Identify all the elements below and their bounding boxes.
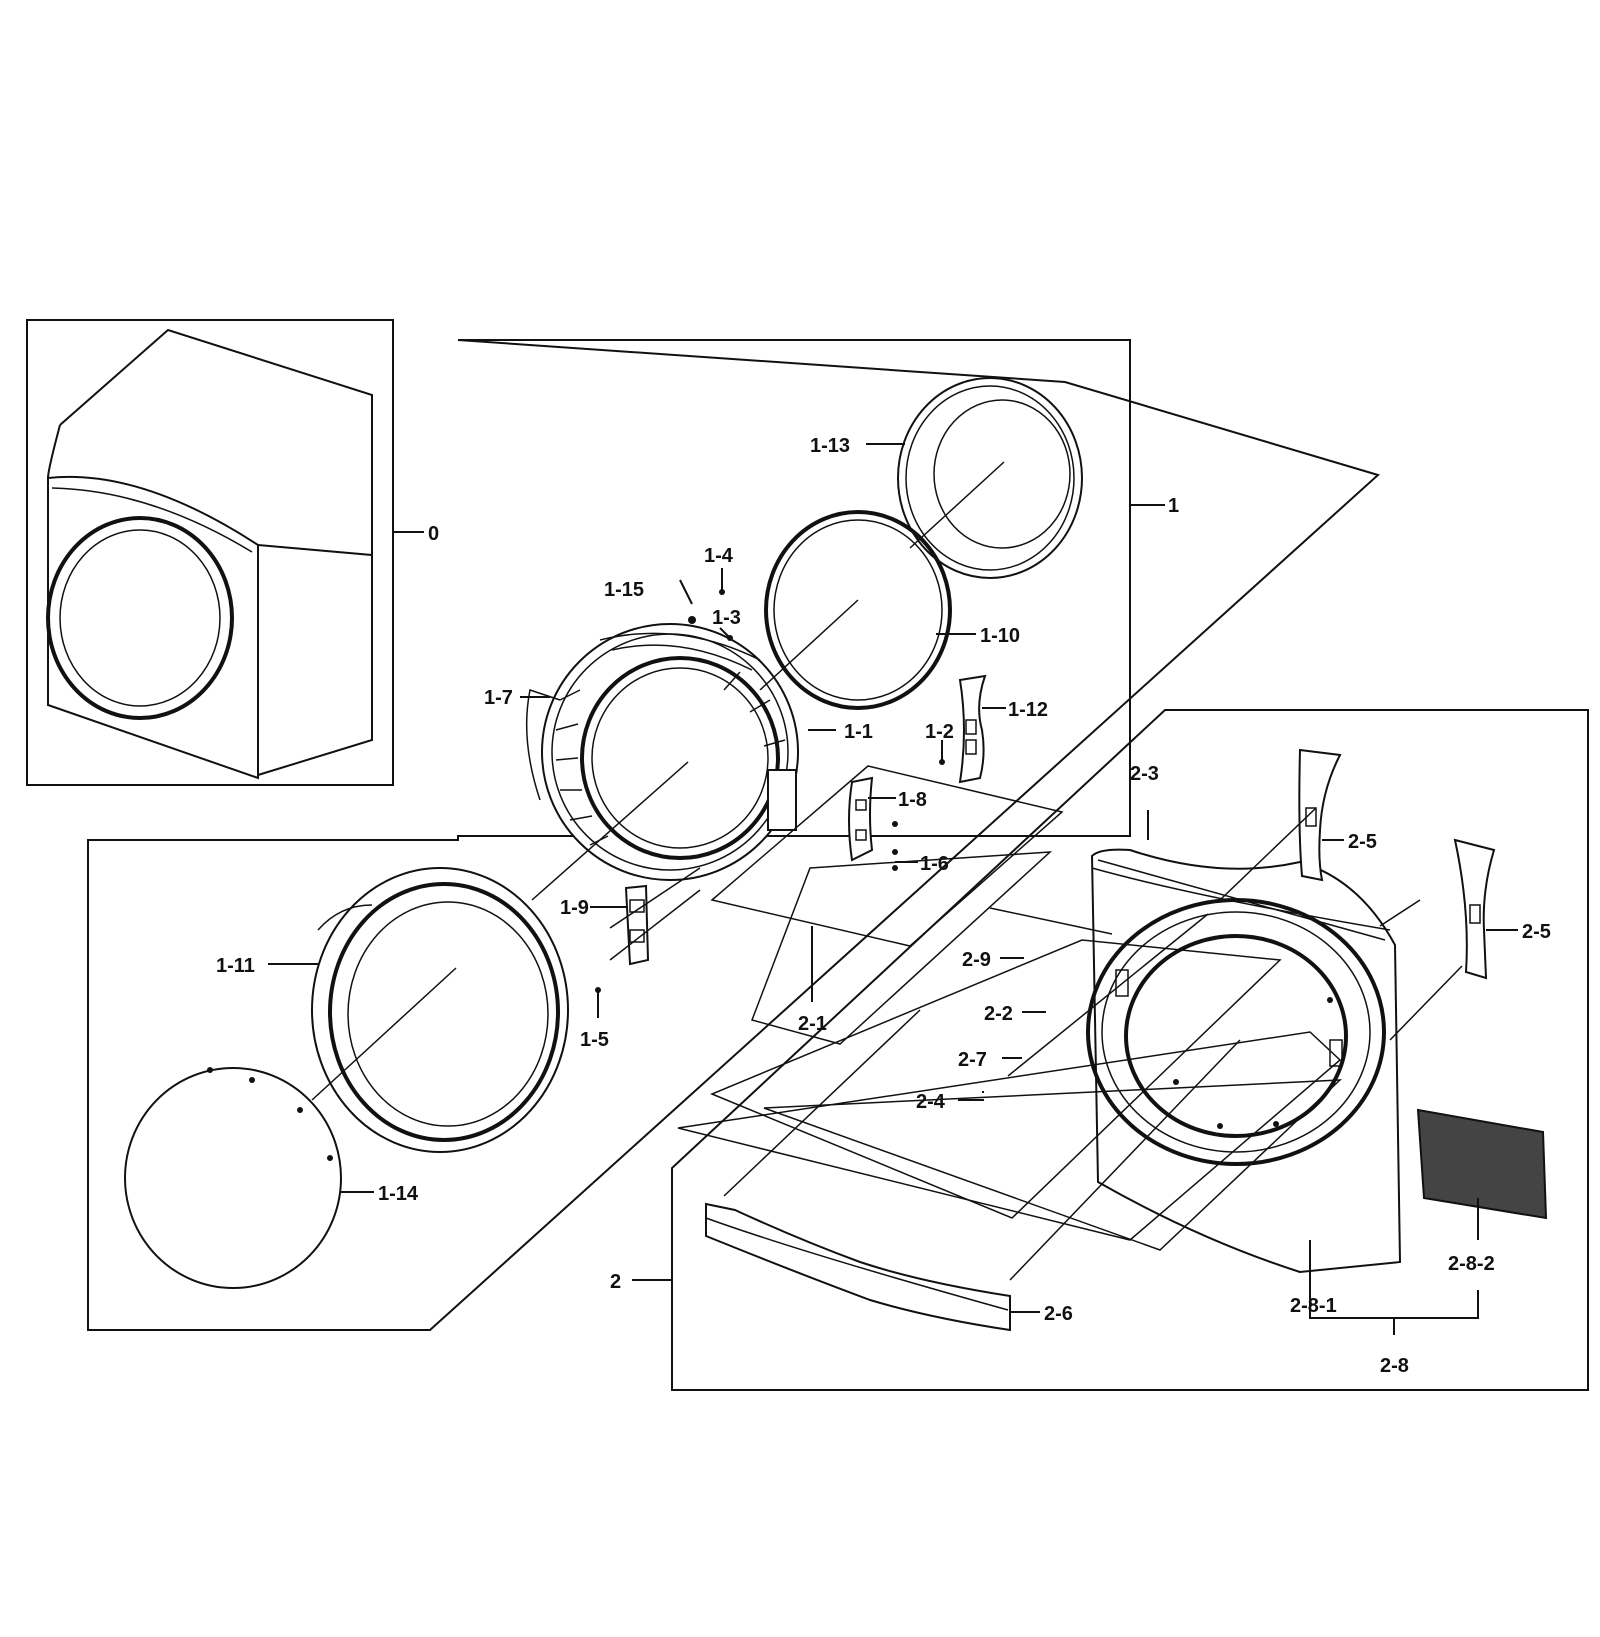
label-1-12: 1-12 [1008,699,1048,721]
leader-lines [268,443,1518,1335]
label-2-8: 2-8 [1380,1355,1409,1377]
label-1-14: 1-14 [378,1183,419,1205]
label-2-9: 2-9 [962,949,991,971]
label-1-13: 1-13 [810,435,850,457]
label-2-2: 2-2 [984,1003,1013,1025]
label-2-7: 2-7 [958,1049,987,1071]
label-1-5: 1-5 [580,1029,609,1051]
group-frames [26,319,1589,1391]
label-1-15: 1-15 [604,579,644,601]
label-1-4: 1-4 [704,545,734,567]
label-2: 2 [610,1271,621,1293]
door-glass-outer [897,377,1083,579]
door-inner-glass [124,1067,342,1289]
frame-0 [26,319,394,786]
callout-labels: 0 1 1-13 1-10 1-12 1-2 1-1 1-8 1-6 1-4 1… [216,435,1551,1377]
frame-1 [87,339,1380,1331]
dryer-assembly [46,328,373,780]
label-2-6: 2-6 [1044,1303,1073,1325]
label-1-3: 1-3 [712,607,741,629]
label-1-7: 1-7 [484,687,513,709]
label-0: 0 [428,523,439,545]
label-1-6: 1-6 [920,853,949,875]
label-2-8-2: 2-8-2 [1448,1253,1495,1275]
label-2-3: 2-3 [1130,763,1159,785]
front-panel [1086,848,1402,1274]
label-1-1: 1-1 [844,721,873,743]
projection-lines [311,461,1463,1281]
label-2-4: 2-4 [916,1091,946,1113]
label-1-8: 1-8 [898,789,927,811]
label-2-1: 2-1 [798,1013,827,1035]
label-1-2: 1-2 [925,721,954,743]
door-gasket [764,510,952,710]
frame-2 [671,709,1589,1391]
door-frame [525,623,799,881]
label-1-9: 1-9 [560,897,589,919]
label-1: 1 [1168,495,1179,517]
side-brackets [1298,748,1496,980]
label-1-10: 1-10 [980,625,1020,647]
kick-plate [705,1202,1011,1332]
label-2-5-lower: 2-5 [1522,921,1551,943]
filter-grille [1416,1108,1548,1220]
door-rim [311,867,569,1153]
label-2-8-1: 2-8-1 [1290,1295,1337,1317]
label-2-5-upper: 2-5 [1348,831,1377,853]
label-1-11: 1-11 [216,955,255,977]
